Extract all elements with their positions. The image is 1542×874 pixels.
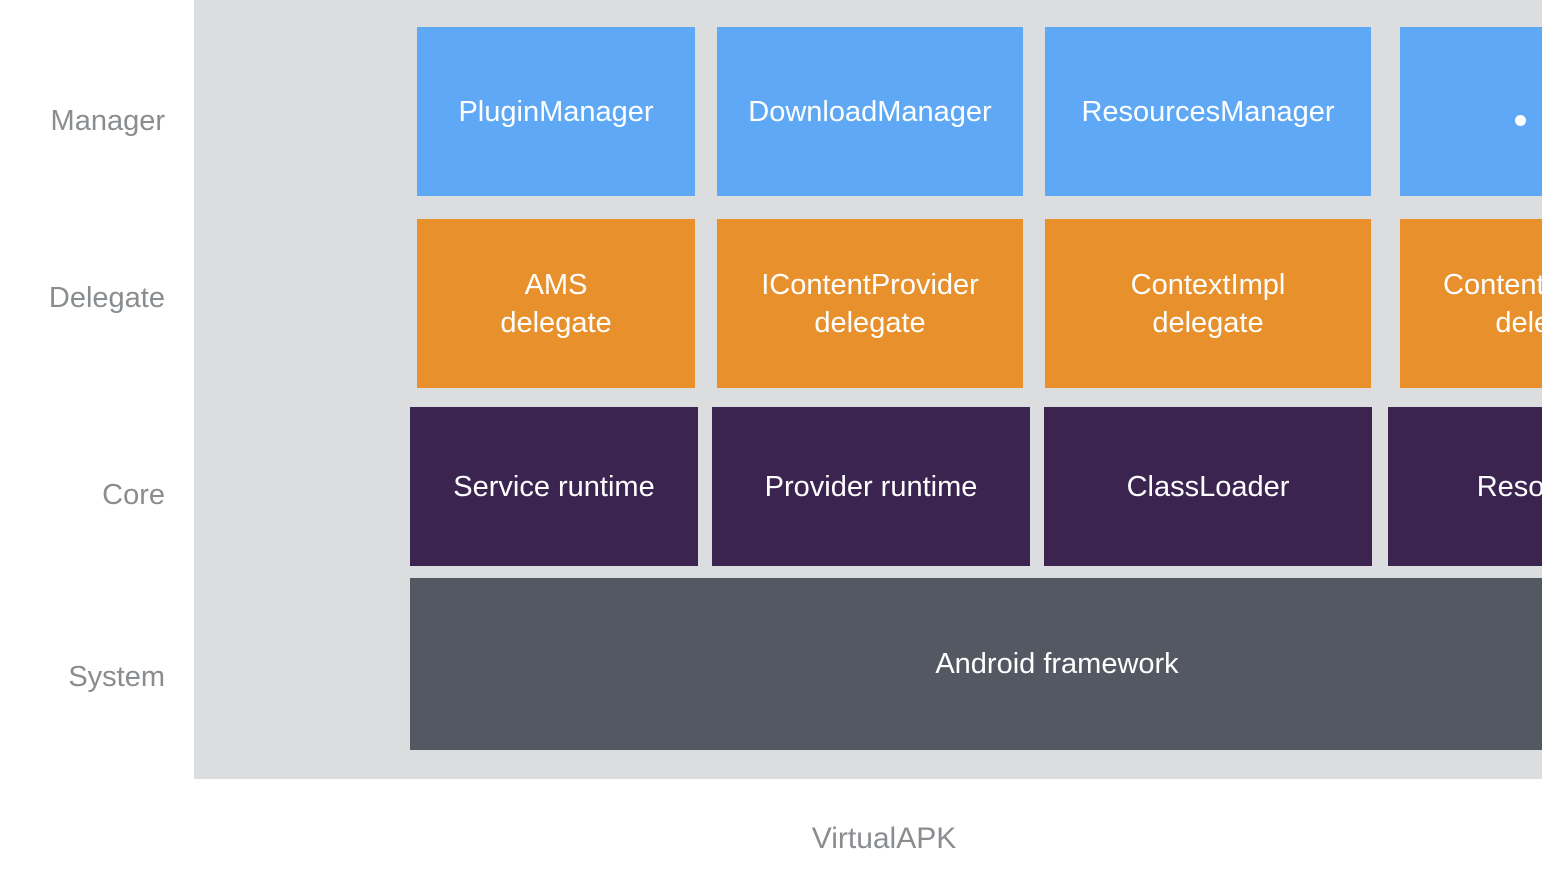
- row-label-manager: Manager: [50, 105, 165, 137]
- delegate-box-icontentprovider: IContentProvider delegate: [717, 219, 1023, 388]
- row-label-system: System: [68, 661, 165, 693]
- diagram-panel: PluginManager DownloadManager ResourcesM…: [194, 0, 1542, 779]
- system-box-android-framework: Android framework: [410, 578, 1542, 750]
- ellipsis-icon: [1514, 115, 1542, 126]
- delegate-box-contentresolver: ContentResolver delegate: [1400, 219, 1542, 388]
- manager-box-ellipsis: [1400, 27, 1542, 196]
- diagram-caption: VirtualAPK: [811, 822, 957, 855]
- core-box-classloader: ClassLoader: [1044, 407, 1372, 566]
- manager-box-resources-manager: ResourcesManager: [1045, 27, 1371, 196]
- core-box-provider-runtime: Provider runtime: [712, 407, 1030, 566]
- manager-box-plugin-manager: PluginManager: [417, 27, 695, 196]
- manager-box-download-manager: DownloadManager: [717, 27, 1023, 196]
- core-box-resources: Resources: [1388, 407, 1542, 566]
- row-label-delegate: Delegate: [48, 282, 165, 314]
- delegate-box-contextimpl: ContextImpl delegate: [1045, 219, 1371, 388]
- delegate-box-ams: AMS delegate: [417, 219, 695, 388]
- core-box-service-runtime: Service runtime: [410, 407, 698, 566]
- row-label-core: Core: [102, 479, 165, 511]
